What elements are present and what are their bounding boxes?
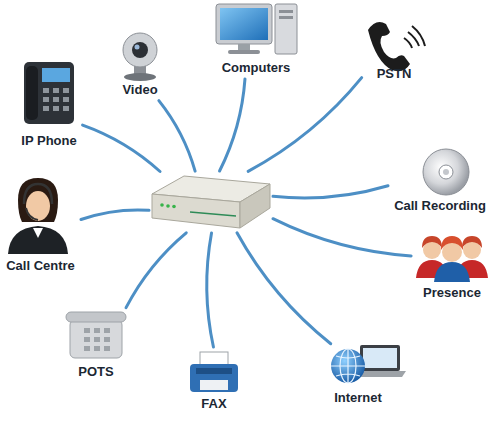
connector-line [207,233,214,347]
endpoint-node: Call Centre [3,176,78,274]
endpoint-label: IP Phone [18,133,80,148]
connector-line [273,219,411,256]
telephone-icon [66,312,126,358]
pbx-box-drawing [150,172,272,232]
connector-line [81,210,149,220]
endpoint-node: FAX [188,350,240,412]
endpoint-node: IP Phone [18,60,80,150]
webcam-icon [123,33,157,81]
endpoint-node: Presence [414,234,490,300]
connector-line [248,78,362,172]
endpoint-label: Computers [214,60,298,75]
handset-icon [368,22,425,71]
connector-line [159,101,195,171]
agent-icon [8,178,68,254]
endpoint-node: POTS [65,310,127,380]
endpoint-label: Call Centre [3,258,78,273]
endpoint-label: PSTN [364,66,424,81]
internet-icon [331,345,406,383]
endpoint-node: Video [119,30,161,98]
endpoint-label: Call Recording [391,198,489,213]
endpoint-label: Presence [414,285,490,300]
pbx-device [150,172,272,232]
endpoint-node: Computers [214,2,298,76]
computer-icon [216,4,297,54]
disc-icon [423,149,469,195]
endpoint-label: POTS [65,364,127,379]
connector-line [83,125,160,171]
connector-line [220,79,245,171]
fax-icon [190,352,238,392]
ip-phone-icon [24,62,74,124]
endpoint-label: FAX [188,396,240,411]
endpoint-node: Internet [318,346,398,406]
endpoint-node: PSTN [364,20,424,82]
endpoint-label: Internet [318,390,398,405]
connector-line [237,233,331,344]
endpoint-label: Video [119,82,161,97]
connector-line [273,186,388,198]
endpoint-node: Call Recording [391,148,489,214]
connector-line [126,233,186,308]
people-icon [416,236,488,282]
